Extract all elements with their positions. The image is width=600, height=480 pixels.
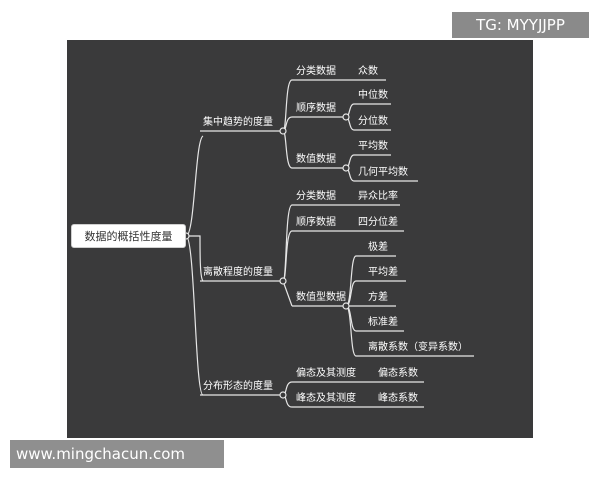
group-skewness[interactable]: 偏态及其测度 bbox=[296, 368, 356, 379]
leaf-variation-ratio[interactable]: 异众比率 bbox=[358, 191, 398, 202]
leaf-median[interactable]: 中位数 bbox=[358, 90, 388, 101]
collapse-toggle-b1 bbox=[279, 127, 287, 135]
leaf-quantile[interactable]: 分位数 bbox=[358, 116, 388, 127]
edge-root-b1 bbox=[185, 135, 204, 237]
leaf-kurtosis-coefficient[interactable]: 峰态系数 bbox=[378, 393, 418, 404]
group-categorical-2[interactable]: 分类数据 bbox=[296, 191, 336, 202]
leaf-standard-deviation[interactable]: 标准差 bbox=[368, 317, 398, 328]
edge-root-b2 bbox=[186, 235, 204, 282]
leaf-range[interactable]: 极差 bbox=[368, 242, 388, 253]
branch-central-tendency[interactable]: 集中趋势的度量 bbox=[203, 117, 273, 128]
leaf-skewness-coefficient[interactable]: 偏态系数 bbox=[378, 368, 418, 379]
group-kurtosis[interactable]: 峰态及其测度 bbox=[296, 393, 356, 404]
leaf-mean-deviation[interactable]: 平均差 bbox=[368, 267, 398, 278]
leaf-geometric-mean[interactable]: 几何平均数 bbox=[358, 167, 408, 178]
branch-distribution-shape[interactable]: 分布形态的度量 bbox=[203, 381, 273, 392]
leaf-mean[interactable]: 平均数 bbox=[358, 141, 388, 152]
leaf-variance[interactable]: 方差 bbox=[368, 292, 388, 303]
group-ordinal[interactable]: 顺序数据 bbox=[296, 103, 336, 114]
leaf-mode[interactable]: 众数 bbox=[358, 66, 378, 77]
edge-root-b3 bbox=[185, 235, 204, 396]
branch-dispersion[interactable]: 离散程度的度量 bbox=[203, 267, 273, 278]
leaf-coefficient-of-variation[interactable]: 离散系数（变异系数） bbox=[368, 342, 468, 353]
root-node[interactable]: 数据的概括性度量 bbox=[71, 224, 186, 248]
leaf-quartile-deviation[interactable]: 四分位差 bbox=[358, 217, 398, 228]
watermark-bottom: www.mingchacun.com bbox=[10, 440, 224, 468]
group-categorical[interactable]: 分类数据 bbox=[296, 66, 336, 77]
group-ordinal-2[interactable]: 顺序数据 bbox=[296, 217, 336, 228]
watermark-top: TG: MYYJJPP bbox=[452, 12, 589, 38]
group-numeric-2[interactable]: 数值型数据 bbox=[296, 292, 346, 303]
group-numeric[interactable]: 数值数据 bbox=[296, 154, 336, 165]
collapse-toggle-b2 bbox=[279, 277, 287, 285]
collapse-toggle-b3 bbox=[279, 391, 287, 399]
